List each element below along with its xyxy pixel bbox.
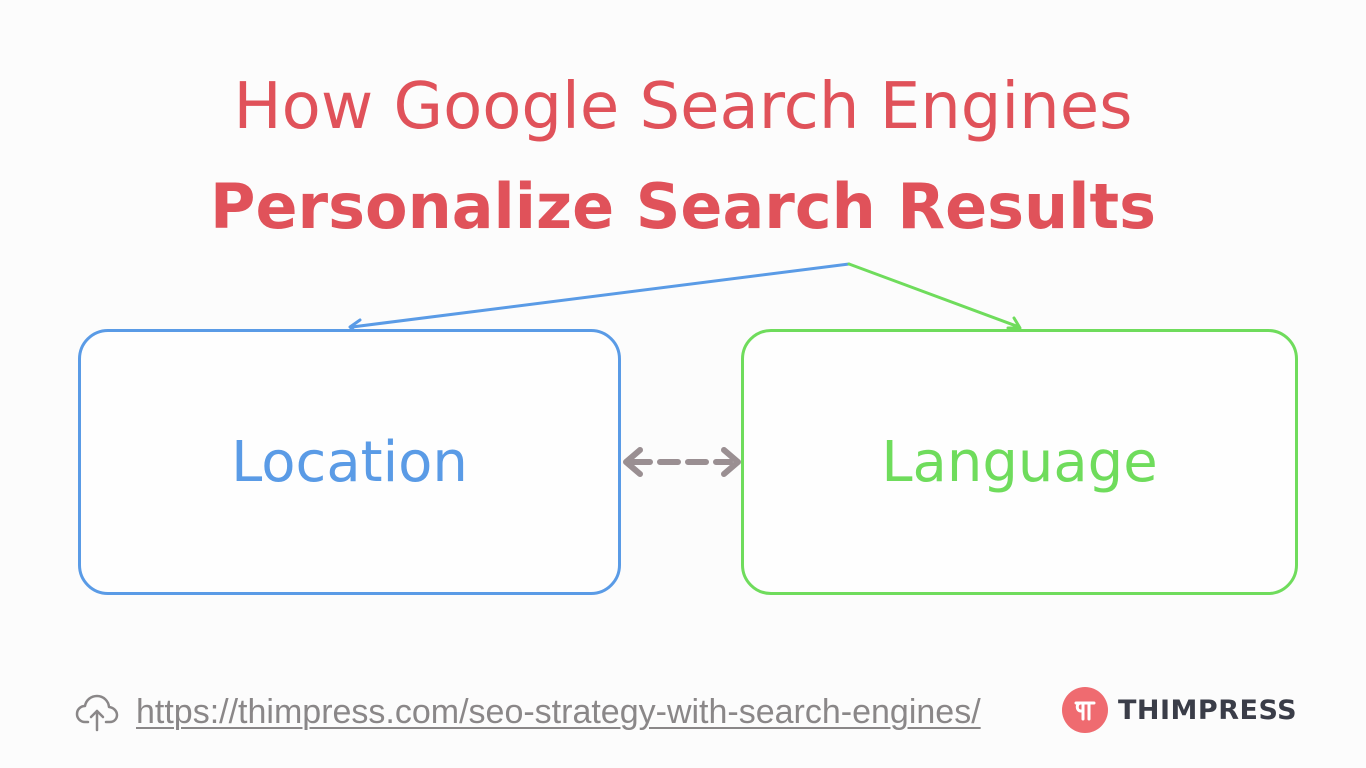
source-url-link[interactable]: https://thimpress.com/seo-strategy-with-… bbox=[136, 692, 981, 731]
location-label: Location bbox=[231, 429, 468, 495]
title-line-1: How Google Search Engines bbox=[233, 70, 1133, 144]
language-node: Language bbox=[741, 329, 1298, 595]
bidirectional-dashed-arrow bbox=[623, 447, 741, 477]
cloud-upload-icon bbox=[74, 689, 120, 735]
location-node: Location bbox=[78, 329, 621, 595]
title-line-2: Personalize Search Results bbox=[210, 170, 1156, 243]
arrow-to-location bbox=[348, 262, 851, 336]
language-label: Language bbox=[881, 429, 1158, 495]
brand-logo: THIMPRESS bbox=[1062, 687, 1297, 733]
arrow-to-language bbox=[847, 262, 1022, 330]
footer-source: https://thimpress.com/seo-strategy-with-… bbox=[74, 686, 981, 738]
thimpress-logo-icon bbox=[1062, 687, 1108, 733]
brand-name: THIMPRESS bbox=[1118, 694, 1298, 726]
